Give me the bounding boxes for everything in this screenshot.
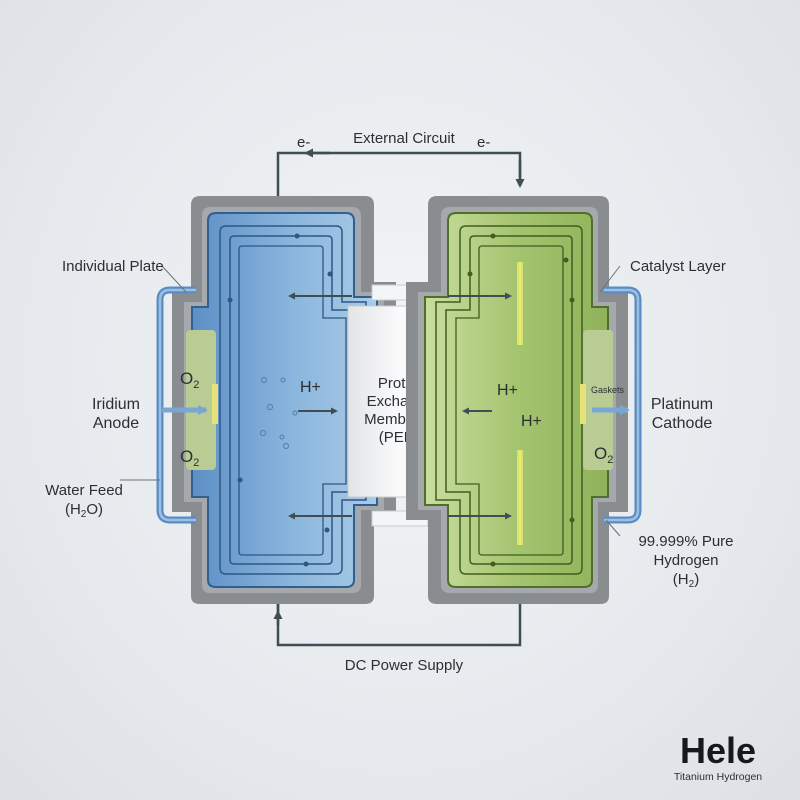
h-plus-right-upper-label: H+ [497,382,518,399]
anode-catalyst-strip [186,330,216,470]
brand-logo: Hele [680,730,756,771]
platinum-cathode-label-line1: Platinum [651,396,713,413]
cathode-gasket [580,384,586,424]
anode-gasket [212,384,218,424]
o2-bottom-label: O2 [180,447,199,469]
o2-right-label: O2 [594,444,613,466]
water-feed-label-line2: (H2O) [65,501,103,520]
h-plus-right-lower-label: H+ [521,413,542,430]
cathode-catalyst-strip [583,330,613,470]
callout-leaders [120,265,621,537]
iridium-anode-label-line1: Iridium [92,396,140,413]
electron-label-left: e- [297,134,310,151]
cathode-hydrogen-pipe [604,286,642,524]
gaskets-label: Gaskets [591,385,625,395]
water-feed-label-line1: Water Feed [45,482,123,499]
o2-top-label: O2 [180,369,199,391]
individual-plate-label: Individual Plate [62,258,164,275]
electron-label-right: e- [477,134,490,151]
iridium-anode-label-line2: Anode [93,415,139,432]
h-plus-left-label: H+ [300,379,321,396]
cathode-plate [406,196,628,604]
platinum-cathode-label-line2: Cathode [652,415,713,432]
membrane-transfer-arrows [288,292,512,520]
catalyst-layer-label: Catalyst Layer [630,258,726,275]
oxygen-bubbles [260,377,298,449]
hydrogen-label-line3: (H2) [673,571,699,590]
dc-power-supply-label: DC Power Supply [345,657,464,674]
external-circuit-label: External Circuit [353,130,456,147]
hydrogen-label-line1: 99.999% Pure [638,533,733,550]
anode-water-pipe [156,286,196,524]
hydrogen-label-line2: Hydrogen [653,552,718,569]
anode-plate [172,196,396,604]
brand-tagline: Titanium Hydrogen [674,771,762,783]
